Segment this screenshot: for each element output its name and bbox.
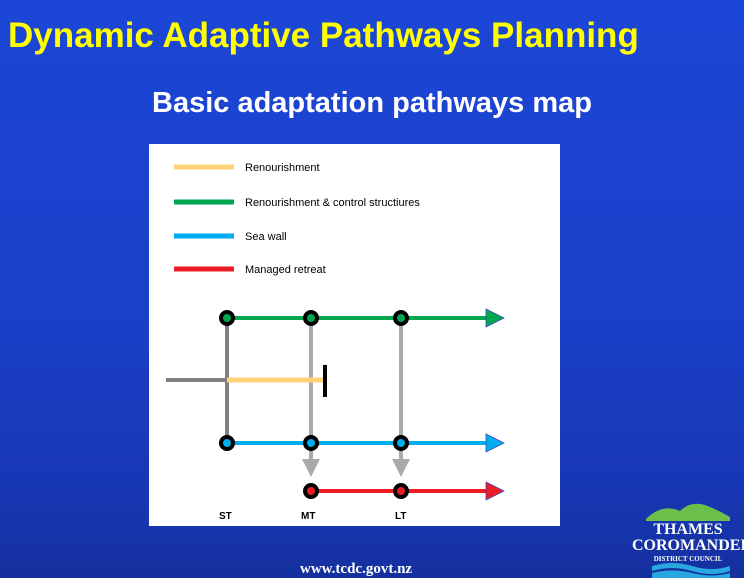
time-label-st: ST [219,511,232,522]
legend: Renourishment Renourishment & control st… [174,162,420,276]
council-logo: THAMES COROMANDEL DISTRICT COUNCIL [632,497,744,578]
pathway-arrow-managed-retreat [485,481,505,501]
node-st-green [219,310,235,326]
legend-label-managed-retreat: Managed retreat [245,264,326,276]
pathways-map: Renourishment Renourishment & control st… [149,144,560,526]
footer-url: www.tcdc.govt.nz [300,561,413,577]
node-mt-red [303,483,319,499]
transfer-arrow-mt [302,459,320,477]
node-st-blue [219,435,235,451]
pathway-arrow-sea-wall [485,433,505,453]
time-label-mt: MT [301,511,315,522]
logo-text-district-council: DISTRICT COUNCIL [653,555,723,563]
legend-label-renourishment: Renourishment [245,162,320,174]
council-logo-graphic [646,503,730,578]
node-lt-blue [393,435,409,451]
logo-text-thames: THAMES [653,521,723,538]
legend-label-renourishment-control: Renourishment & control structiures [245,197,420,209]
legend-label-sea-wall: Sea wall [245,231,287,243]
time-label-lt: LT [395,511,406,522]
pathway-arrow-renourishment-control [485,308,505,328]
node-lt-red [393,483,409,499]
logo-text-coromandel: COROMANDEL [632,537,744,554]
hills-icon [646,503,730,521]
waves-icon [652,563,730,574]
transfer-arrow-lt [392,459,410,477]
waves-lower-icon [652,570,730,578]
pathways-map-svg: Renourishment Renourishment & control st… [166,162,505,522]
node-mt-blue [303,435,319,451]
slide-subtitle: Basic adaptation pathways map [152,87,592,119]
decision-nodes [219,310,409,499]
node-mt-green [303,310,319,326]
slide-title: Dynamic Adaptive Pathways Planning [8,16,639,55]
node-lt-green [393,310,409,326]
